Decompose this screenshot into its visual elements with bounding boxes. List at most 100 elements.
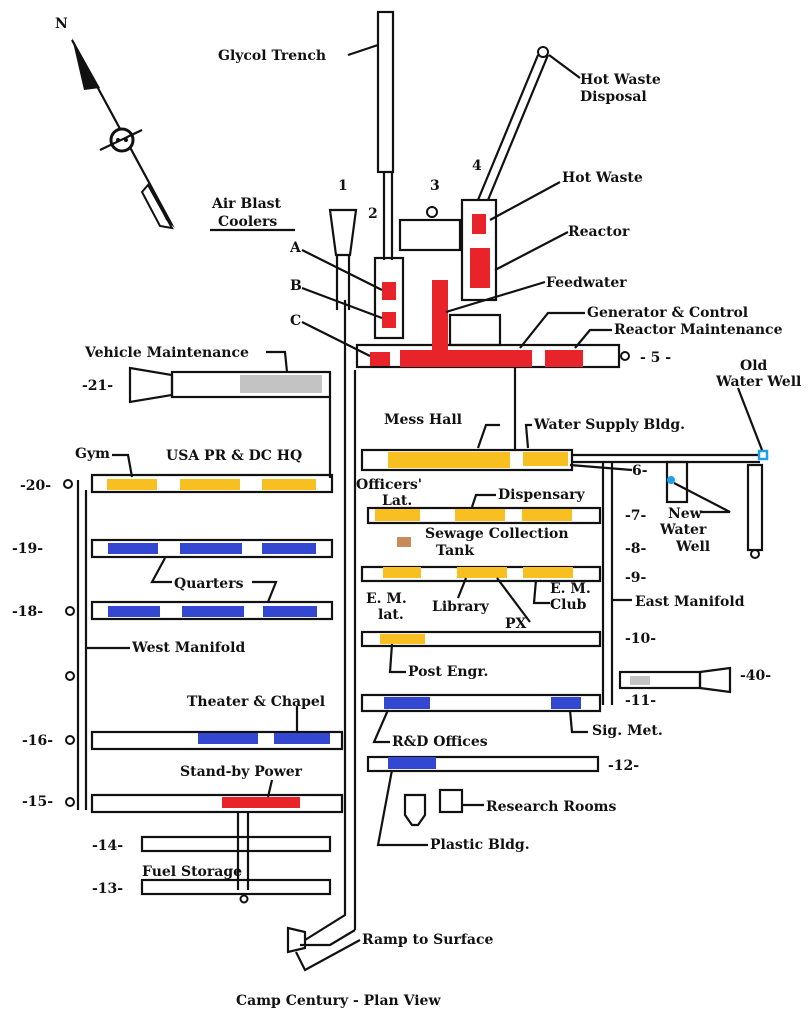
tunnel-number-13: -13- <box>92 881 123 897</box>
quarters-block <box>180 543 242 554</box>
ramp-entrance <box>286 926 307 954</box>
hot-waste-disposal-label: Hot Waste <box>580 72 661 88</box>
reactor-block <box>470 248 490 288</box>
air-blast-cooler <box>328 208 358 257</box>
glycol-trench-label: Glycol Trench <box>218 48 326 64</box>
new-water-well-label-3: Well <box>675 539 710 555</box>
tunnel-7 <box>366 506 602 525</box>
water-supply-block <box>523 452 568 466</box>
tunnel-19 <box>90 538 334 559</box>
rd-offices-block <box>384 697 430 709</box>
hq-label: USA PR & DC HQ <box>166 448 302 464</box>
sewage-tank-label: Sewage Collection <box>425 526 569 542</box>
hq-block-2 <box>262 479 316 490</box>
gym-block <box>107 479 157 490</box>
tunnel-15 <box>90 793 344 814</box>
tunnel-number-8: -8- <box>625 541 647 557</box>
trench-number-4: 4 <box>472 158 482 174</box>
reactor-maintenance-label: Reactor Maintenance <box>614 322 783 338</box>
tunnel-number-40: -40- <box>740 668 771 684</box>
tunnel-13 <box>140 878 332 896</box>
officers-lat-label-2: Lat. <box>382 493 412 509</box>
tunnel-number-7: -7- <box>625 508 647 524</box>
old-water-well-icon <box>757 449 769 461</box>
em-club-label: E. M. <box>550 581 591 597</box>
ramp-label: Ramp to Surface <box>362 932 493 948</box>
old-water-well-label: Old <box>740 358 768 374</box>
reactor-room-a <box>382 282 396 300</box>
glycol-trench <box>376 10 395 174</box>
quarters-block <box>108 543 158 554</box>
tunnel-12 <box>366 755 600 773</box>
em-lat-label-2: lat. <box>378 607 404 623</box>
tunnel-number-6: 6- <box>632 463 648 479</box>
reactor-label-b: B <box>290 278 302 294</box>
tunnel-number-19: -19- <box>12 541 43 557</box>
sewage-tank-label-2: Tank <box>436 543 474 559</box>
plastic-bldg-structure <box>403 793 427 827</box>
reactor-label-c: C <box>290 313 301 329</box>
tunnel-number-21: -21- <box>82 378 113 394</box>
library-label: Library <box>432 599 490 615</box>
plastic-bldg-label: Plastic Bldg. <box>430 837 530 853</box>
tunnel-number-10: -10- <box>625 631 656 647</box>
tunnel-number-12: -12- <box>608 758 639 774</box>
post-engr-block <box>380 634 425 644</box>
tunnel-number-20: -20- <box>20 478 51 494</box>
tunnel-40-block <box>630 676 650 685</box>
new-water-well-label: New <box>668 506 703 522</box>
research-rooms-label: Research Rooms <box>486 799 616 815</box>
tunnel-number-9: -9- <box>625 570 647 586</box>
old-water-well-label-2: Water Well <box>715 374 801 390</box>
reactor-label-a: A <box>289 240 302 256</box>
quarters-block <box>263 606 317 617</box>
tunnel-14 <box>140 835 332 853</box>
standby-power-label: Stand-by Power <box>180 764 303 780</box>
post-engr-label: Post Engr. <box>408 664 488 680</box>
air-blast-label-2: Coolers <box>218 214 277 230</box>
hot-waste-block <box>472 214 486 234</box>
tunnel-20 <box>90 473 334 494</box>
library-block <box>457 567 507 578</box>
chapel-block <box>274 733 330 744</box>
sewage-tank-block <box>397 537 411 547</box>
mess-hall-label: Mess Hall <box>384 412 462 428</box>
officers-lat-block <box>375 509 420 521</box>
fuel-storage-label: Fuel Storage <box>142 864 242 880</box>
dispensary-block <box>455 509 505 521</box>
feedwater-label: Feedwater <box>546 275 627 291</box>
em-club-label-2: Club <box>550 597 587 613</box>
rd-offices-label: R&D Offices <box>392 734 488 750</box>
dispensary-label: Dispensary <box>498 487 586 503</box>
tunnel-number-5: - 5 - <box>640 350 671 366</box>
tunnel-21 <box>170 370 332 399</box>
tunnel-number-11: -11- <box>625 693 656 709</box>
tunnel-6 <box>360 448 574 472</box>
vehicle-maintenance-label: Vehicle Maintenance <box>84 345 249 361</box>
standby-power-block <box>222 797 300 808</box>
east-manifold-label: East Manifold <box>635 594 745 610</box>
reactor-room-b <box>382 312 396 328</box>
tunnel-number-15: -15- <box>22 794 53 810</box>
new-water-well-icon <box>667 476 675 484</box>
feedwater-block <box>432 280 448 350</box>
quarters-block <box>182 606 244 617</box>
gym-label: Gym <box>75 446 110 462</box>
generator-control-block <box>400 350 532 367</box>
tunnel-number-14: -14- <box>92 838 123 854</box>
hot-waste-label: Hot Waste <box>562 170 643 186</box>
px-label: PX <box>505 616 527 632</box>
sig-met-label: Sig. Met. <box>592 723 663 739</box>
mess-hall-block <box>388 452 510 468</box>
west-manifold-label: West Manifold <box>131 640 245 656</box>
dispensary-block-2 <box>522 509 572 521</box>
officers-lat-label: Officers' <box>356 477 422 493</box>
research-rooms-structure <box>438 788 464 814</box>
trench-number-1: 1 <box>338 178 348 194</box>
reactor-label: Reactor <box>568 224 630 240</box>
trench-number-3: 3 <box>430 178 440 194</box>
diagram-title: Camp Century - Plan View <box>236 993 441 1009</box>
north-label: N <box>55 16 68 32</box>
hq-block-1 <box>180 479 240 490</box>
